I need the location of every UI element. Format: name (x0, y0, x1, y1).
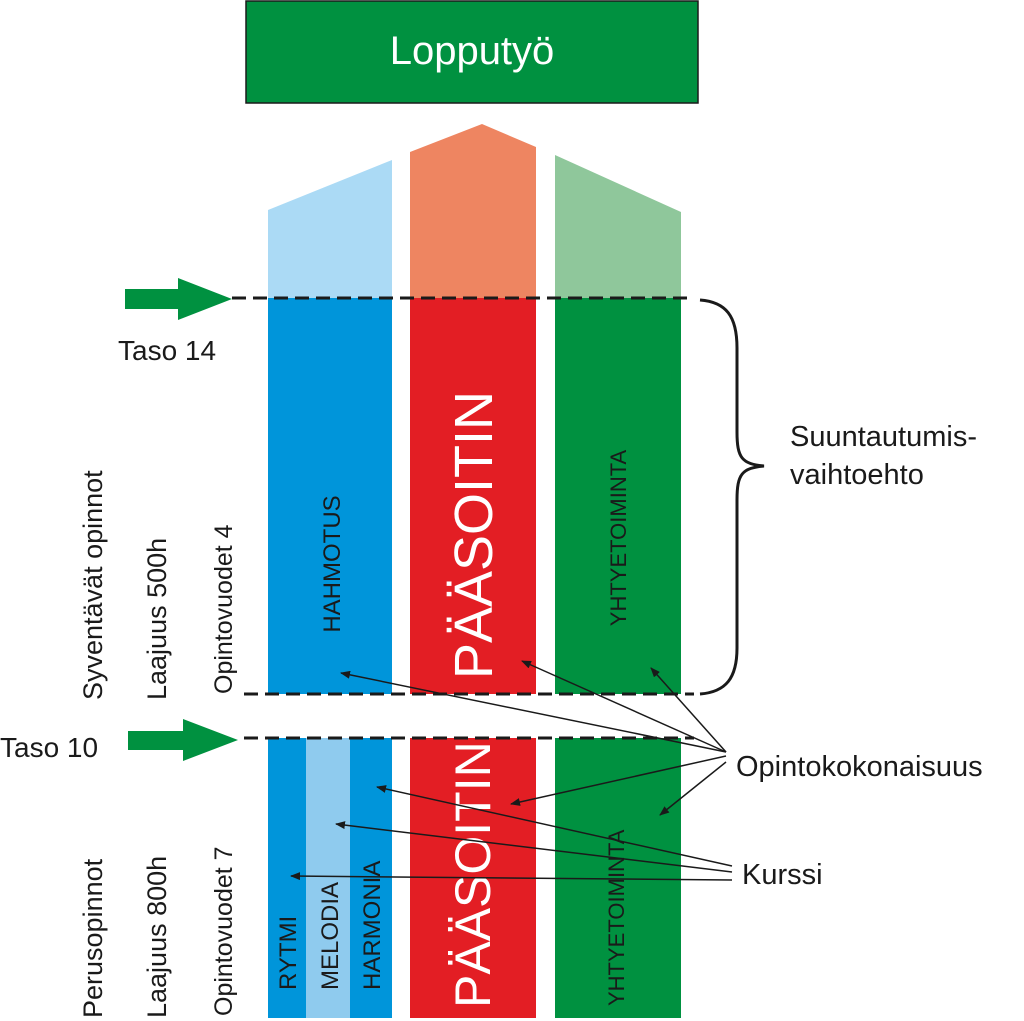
specialization-label: Suuntautumis- vaihtoehto (790, 421, 985, 491)
course-pointers (290, 785, 733, 881)
paasoitin-peak (410, 124, 536, 298)
yhtyetoiminta-label-advanced: YHTYETOIMINTA (606, 449, 631, 626)
pointer-to-paasoitin-advanced (521, 660, 727, 753)
paasoitin-column-advanced (410, 298, 536, 694)
melodia-column (306, 738, 350, 1018)
title-box (245, 0, 699, 104)
level-14-label: Taso 14 (118, 335, 216, 366)
paasoitin-label-advanced: PÄÄSOITIN (444, 391, 504, 679)
pointer-to-harmonia (376, 785, 733, 867)
basic-scope: Laajuus 800h (142, 856, 172, 1018)
yhtyetoiminta-label-basic: YHTYETOIMINTA (604, 829, 629, 1006)
rytmi-label: RYTMI (275, 916, 302, 990)
level-10-arrow (128, 719, 238, 761)
study-unit-pointers (340, 660, 727, 816)
specialization-label-line-2: vaihtoehto (790, 459, 924, 491)
specialization-label-line-1: Suuntautumis- (790, 421, 977, 453)
advanced-scope: Laajuus 500h (142, 538, 172, 700)
specialization-brace (699, 298, 765, 696)
pointer-to-paasoitin-basic (510, 755, 727, 806)
basic-years: Opintovuodet 7 (210, 846, 238, 1016)
advanced-years: Opintovuodet 4 (210, 524, 238, 694)
melodia-label: MELODIA (317, 882, 344, 990)
title-text: Lopputyö (390, 29, 555, 73)
hahmotus-peak (268, 160, 392, 298)
pointer-to-yhtyetoiminta-basic (659, 761, 727, 816)
pointer-to-yhtyetoiminta-advanced (650, 667, 727, 753)
level-14-arrow (125, 278, 232, 320)
hahmotus-label: HAHMOTUS (319, 495, 346, 632)
study-unit-label: Opintokokonaisuus (736, 751, 983, 783)
level-10-label: Taso 10 (0, 732, 98, 763)
yhtyetoiminta-peak (555, 155, 681, 298)
harmonia-column (350, 738, 392, 1018)
pointer-to-hahmotus (340, 670, 727, 753)
advanced-name: Syventävät opinnot (78, 470, 108, 700)
course-label: Kurssi (742, 859, 823, 891)
pointer-to-rytmi (290, 872, 733, 881)
pointer-to-melodia (335, 821, 733, 873)
yhtyetoiminta-column-advanced (555, 298, 681, 694)
paasoitin-label-basic: PÄÄSOITIN (445, 741, 501, 1008)
harmonia-label: HARMONIA (359, 861, 386, 990)
hahmotus-column (268, 298, 392, 694)
basic-name: Perusopinnot (78, 858, 108, 1018)
